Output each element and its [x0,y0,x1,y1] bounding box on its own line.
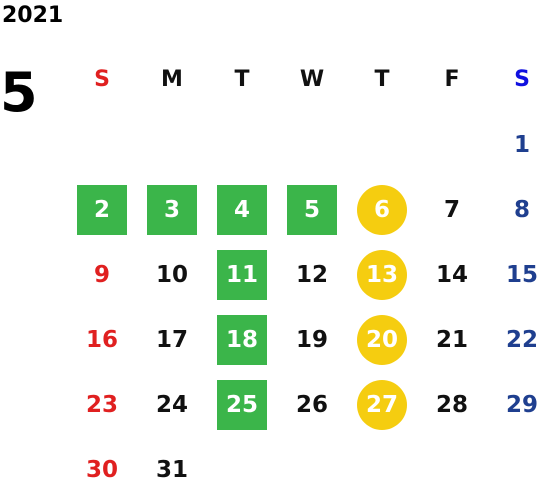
day-number: 6 [357,184,407,235]
day-cell[interactable]: 13 [347,242,417,307]
day-cell[interactable]: 7 [417,177,487,242]
day-cell[interactable]: 20 [347,307,417,372]
day-number: 26 [295,391,328,418]
day-cell[interactable]: 28 [417,372,487,437]
day-cell[interactable]: 12 [277,242,347,307]
day-number: 7 [443,196,460,223]
day-number: 5 [287,184,337,235]
day-cell[interactable]: 6 [347,177,417,242]
day-number: 11 [217,249,267,300]
day-cell[interactable]: 19 [277,307,347,372]
day-number: 10 [155,261,188,288]
day-number: 24 [155,391,188,418]
day-cell[interactable]: 15 [487,242,548,307]
day-cell[interactable]: 17 [137,307,207,372]
day-cell[interactable]: 18 [207,307,277,372]
day-cell[interactable]: 5 [277,177,347,242]
weekday-header-tuesday: T [234,66,250,92]
weekday-header-sunday: S [94,66,110,92]
day-cell[interactable]: 3 [137,177,207,242]
weekday-header-wednesday: W [299,66,325,92]
year-label: 2021 [2,3,64,28]
day-number: 18 [217,314,267,365]
day-number: 16 [85,326,118,353]
day-number: 21 [435,326,468,353]
day-number: 19 [295,326,328,353]
day-number: 20 [357,314,407,365]
day-cell[interactable]: 26 [277,372,347,437]
day-number: 15 [505,261,538,288]
day-cell[interactable]: 11 [207,242,277,307]
day-number: 8 [513,196,530,223]
day-cell[interactable]: 21 [417,307,487,372]
day-number: 17 [155,326,188,353]
day-number: 1 [513,131,530,158]
day-cell[interactable]: 22 [487,307,548,372]
day-number: 9 [93,261,110,288]
day-number: 13 [357,249,407,300]
day-number: 27 [357,379,407,430]
day-number: 28 [435,391,468,418]
day-number: 3 [147,184,197,235]
day-cell[interactable]: 27 [347,372,417,437]
day-number: 23 [85,391,118,418]
day-cell[interactable]: 8 [487,177,548,242]
day-cell[interactable]: 9 [67,242,137,307]
day-cell[interactable]: 4 [207,177,277,242]
day-cell[interactable]: 16 [67,307,137,372]
day-cell[interactable]: 24 [137,372,207,437]
day-number: 30 [85,456,118,483]
day-cell[interactable]: 10 [137,242,207,307]
day-number: 22 [505,326,538,353]
day-cell[interactable]: 30 [67,437,137,502]
day-cell[interactable]: 29 [487,372,548,437]
weekday-header-monday: M [161,66,183,92]
day-number: 25 [217,379,267,430]
day-cell[interactable]: 2 [67,177,137,242]
day-number: 29 [505,391,538,418]
weekday-header-saturday: S [514,66,530,92]
day-number: 14 [435,261,468,288]
day-cell[interactable]: 23 [67,372,137,437]
day-cell[interactable]: 14 [417,242,487,307]
day-number: 2 [77,184,127,235]
weekday-header-friday: F [444,66,460,92]
day-cell[interactable]: 25 [207,372,277,437]
day-cell[interactable]: 1 [487,112,548,177]
day-number: 4 [217,184,267,235]
weekday-header-thursday: T [374,66,390,92]
day-number: 31 [155,456,188,483]
day-number: 12 [295,261,328,288]
day-cell[interactable]: 31 [137,437,207,502]
month-label: 5 [0,61,38,124]
